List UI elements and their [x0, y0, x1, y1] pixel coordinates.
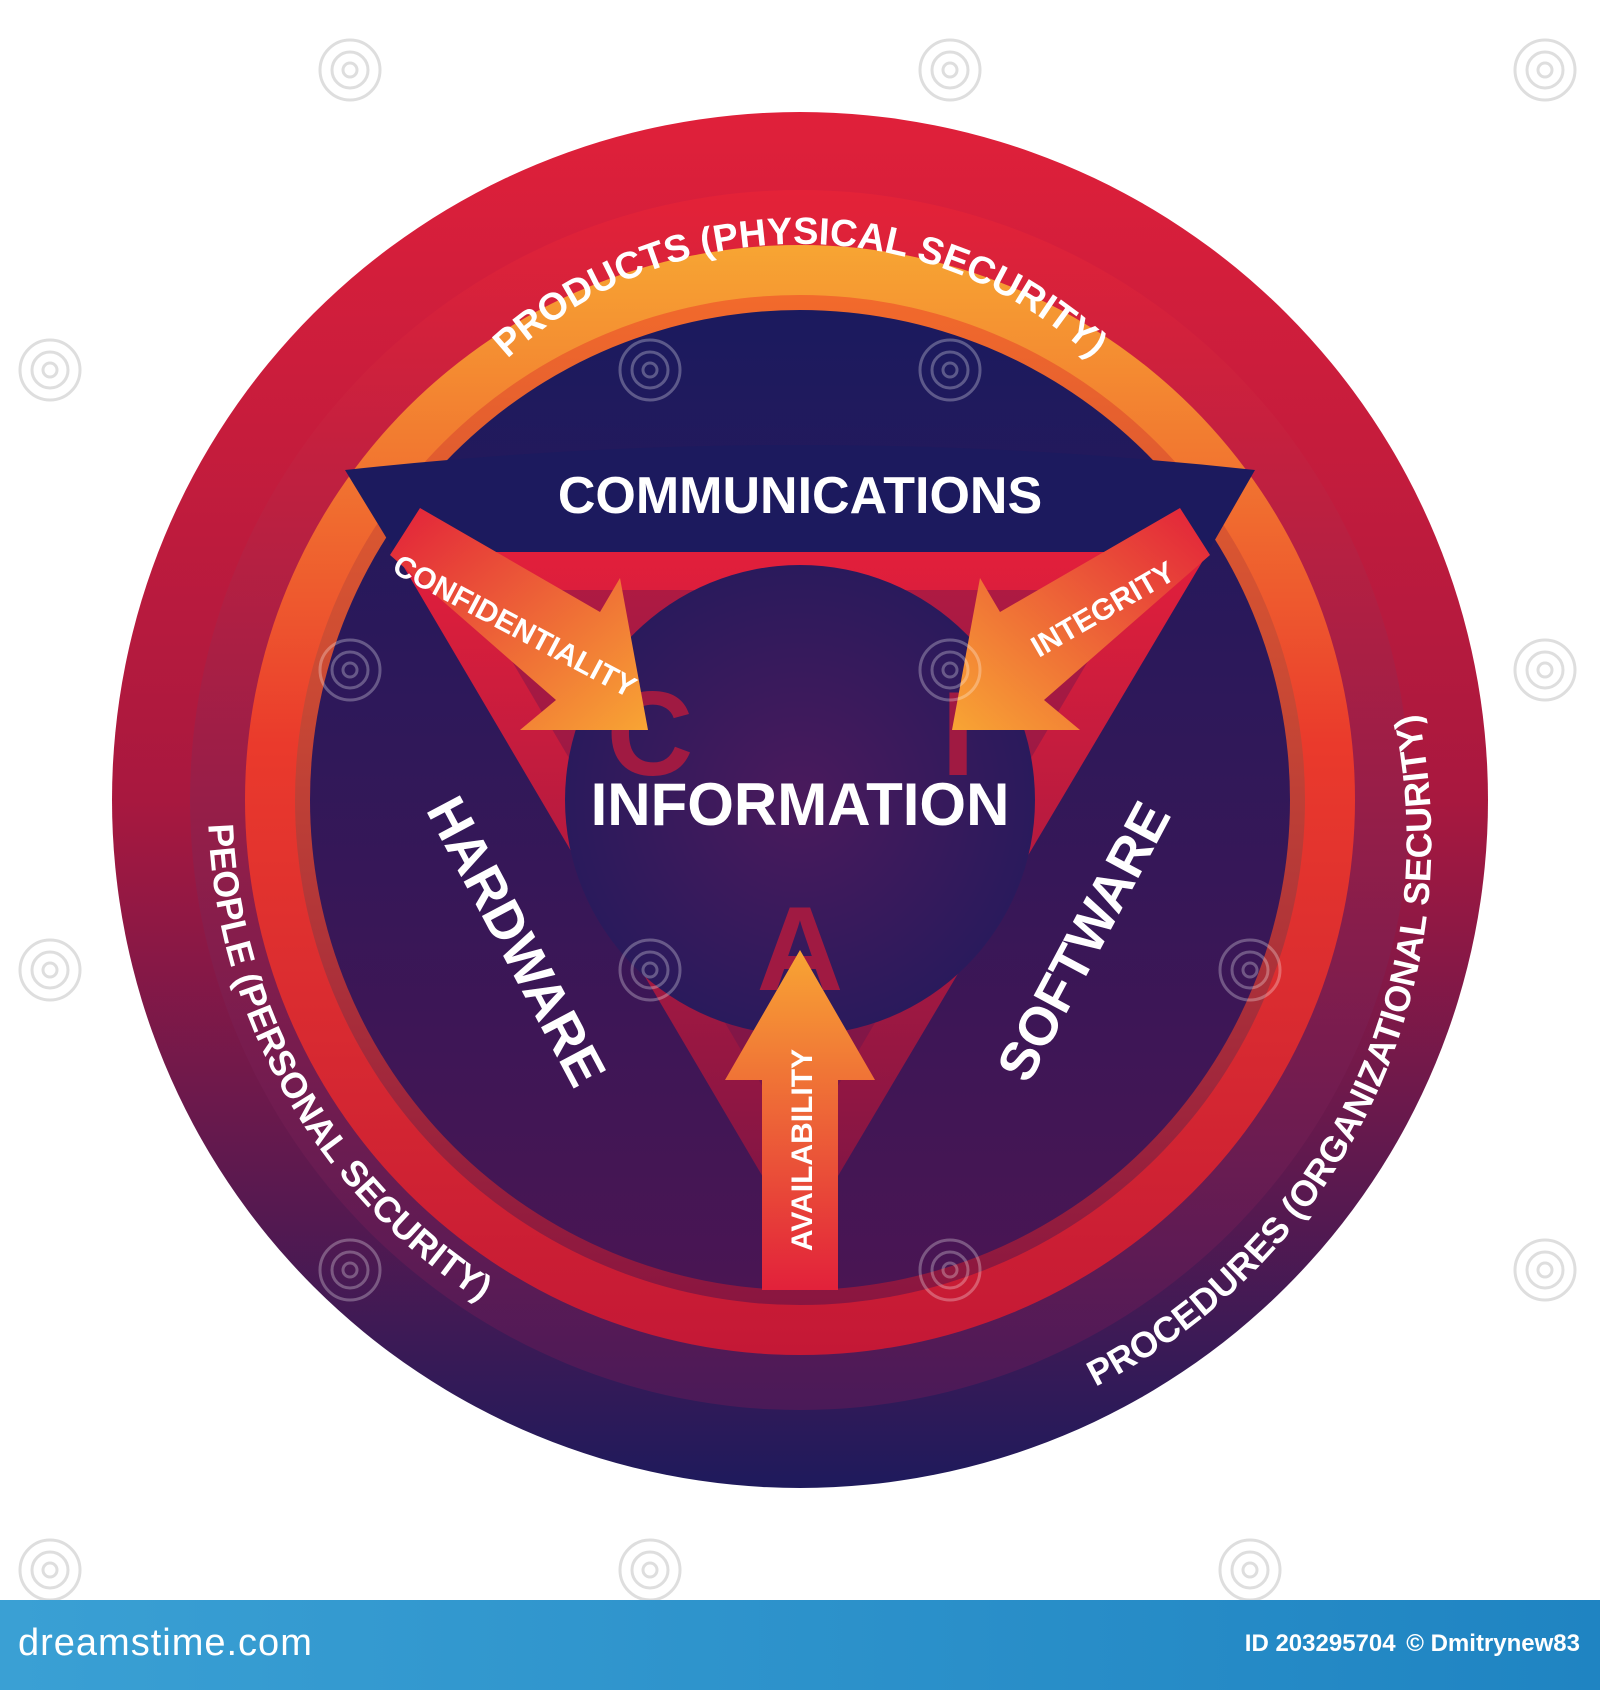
watermark-swirls — [318, 338, 1282, 1302]
site-logo[interactable]: dreamstime.com — [18, 1622, 313, 1664]
watermark-swirl-icon — [1513, 38, 1577, 102]
watermark-swirl-icon — [318, 1238, 382, 1302]
watermark-swirl-icon — [1513, 638, 1577, 702]
watermark-swirl-icon — [1218, 1538, 1282, 1600]
watermark-swirl-icon — [618, 1538, 682, 1600]
watermark-swirl-icon — [18, 938, 82, 1002]
image-credit: ID 203295704 © Dmitrynew83 — [1241, 1630, 1580, 1658]
availability-arrow — [725, 950, 875, 1290]
watermark-swirl-icon — [918, 38, 982, 102]
integrity-arrow — [952, 508, 1210, 730]
communications-band — [345, 445, 1255, 552]
information-core — [565, 565, 1035, 1035]
watermark-swirl-icon — [318, 38, 382, 102]
image-author: © Dmitrynew83 — [1406, 1630, 1580, 1657]
confidentiality-arrow — [390, 508, 648, 730]
watermark-swirl-icon — [918, 338, 982, 402]
image-id: ID 203295704 — [1244, 1630, 1396, 1657]
communications-label: COMMUNICATIONS — [558, 467, 1042, 525]
availability-label: AVAILABILITY — [786, 1049, 819, 1251]
watermark-swirl-icon — [318, 638, 382, 702]
security-diagram: C I A COMMUNICATIONS INFORMATION HARDWAR… — [18, 38, 1577, 1600]
information-label: INFORMATION — [591, 771, 1010, 838]
footer-bar: dreamstime.com ID 203295704 © Dmitrynew8… — [0, 1600, 1600, 1690]
watermark-swirl-icon — [918, 638, 982, 702]
watermark-swirl-icon — [18, 338, 82, 402]
watermark-swirl-icon — [1218, 938, 1282, 1002]
watermark-swirl-icon — [618, 338, 682, 402]
watermark-swirl-icon — [1513, 1238, 1577, 1302]
watermark-swirl-icon — [18, 1538, 82, 1600]
watermark-swirls-outside — [18, 38, 1577, 1600]
watermark-swirl-icon — [618, 938, 682, 1002]
watermark-swirl-icon — [918, 1238, 982, 1302]
